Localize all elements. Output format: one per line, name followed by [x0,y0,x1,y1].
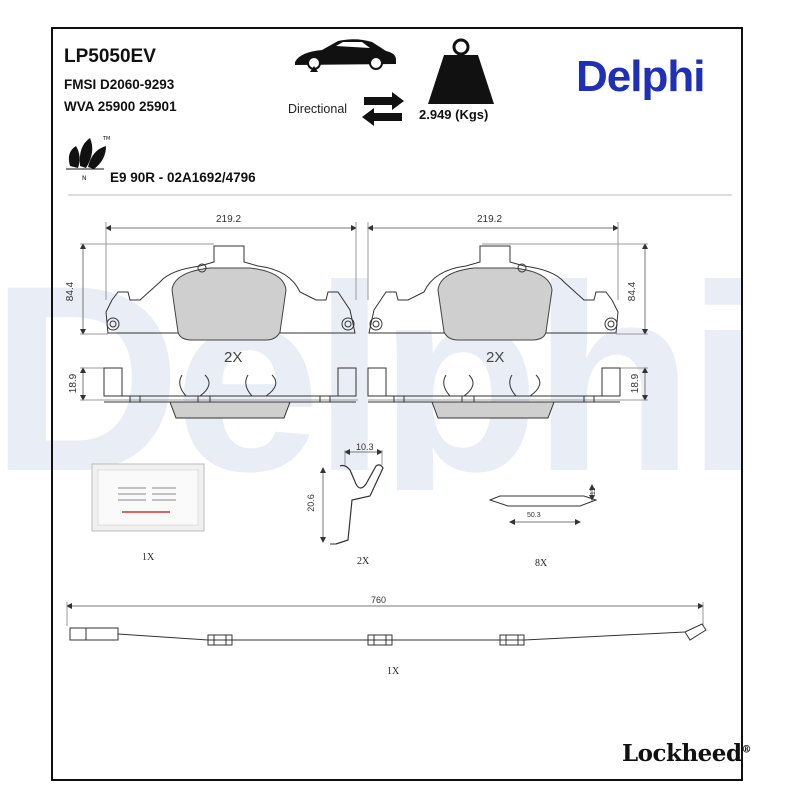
qty-clip: 2X [357,556,370,567]
spring-clip [320,449,384,545]
brake-pad-front-view-right [367,222,648,341]
grease-sachet-icon [91,463,205,532]
dim-sensor-length: 760 [371,595,387,605]
car-icon [295,39,396,72]
qty-shim: 8X [535,558,548,569]
brake-pad-front-view-left [80,222,357,341]
footer-brand-logo: Lockheed® [622,740,752,767]
wear-sensor [66,602,707,646]
qty-grease-sachet: 1X [142,552,155,563]
qty-pads-left: 2X [224,349,243,366]
dim-pad-thickness-left: 18.9 [68,373,80,394]
brand-logo: Delphi [576,52,705,101]
wva-code: WVA 25900 25901 [64,99,177,114]
dim-shim-height: 11 [590,487,598,496]
directional-label: Directional [288,102,348,116]
fmsi-code: FMSI D2060-9293 [64,77,175,92]
dim-pad-height-left: 84.4 [65,281,77,302]
dim-pad-thickness-right: 18.9 [630,373,642,394]
drawing-frame [51,27,743,781]
qty-pads-right: 2X [486,349,505,366]
ece-approval: E9 90R - 02A1692/4796 [110,170,256,185]
svg-text:N: N [82,175,87,182]
weight-icon [428,38,494,104]
weight-value: 2.949 (Kgs) [419,107,489,122]
svg-text:TM: TM [102,136,110,142]
anti-squeal-shim [488,484,598,525]
dim-clip-height: 20.6 [305,494,316,512]
brake-pad-side-view-left [80,367,358,419]
dim-pad-height-right: 84.4 [627,281,639,302]
part-number: LP5050EV [64,46,156,67]
dim-pad-width-left: 219.2 [216,214,242,225]
dim-pad-width-right: 219.2 [477,214,503,225]
brake-pad-side-view-right [367,367,648,419]
dim-clip-width: 10.3 [356,442,374,452]
dim-shim-width: 50.3 [527,512,541,519]
eco-leaves-icon: N TM [66,136,110,182]
qty-sensor: 1X [387,666,400,677]
direction-arrows-icon [362,92,404,126]
